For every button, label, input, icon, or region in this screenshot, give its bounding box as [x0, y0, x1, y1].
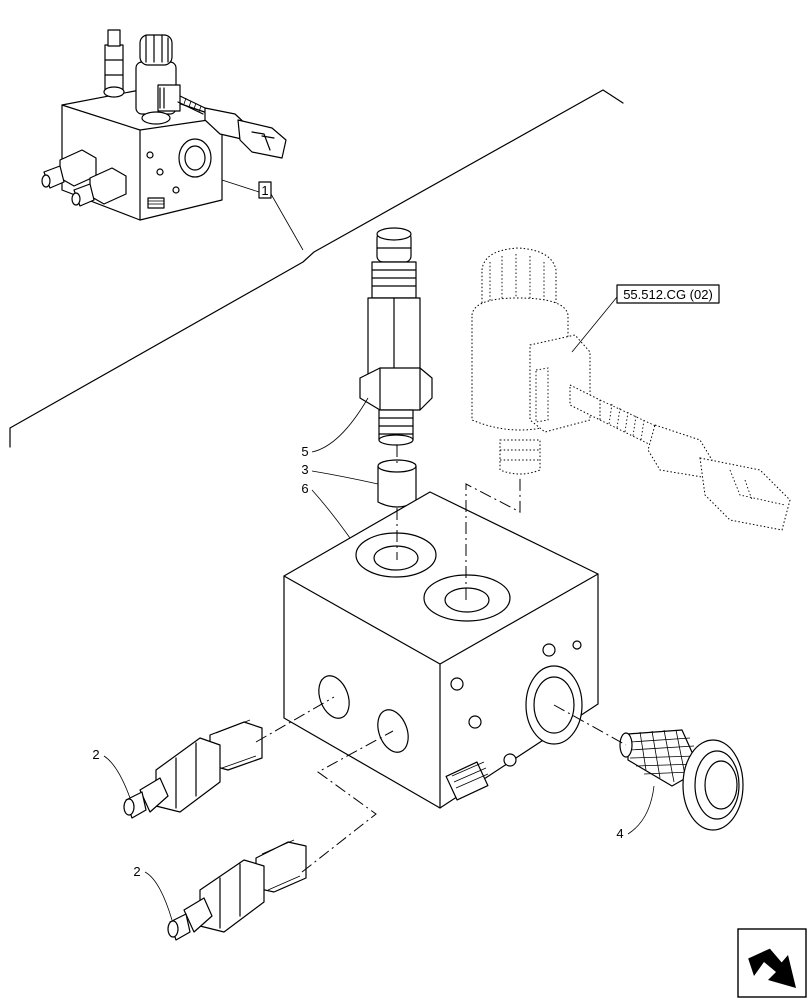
leaders: 5 3 6 2 2 4: [92, 397, 655, 921]
label-6: 6: [301, 481, 308, 496]
label-5: 5: [301, 444, 308, 459]
reference-label: 55.512.CG (02): [623, 287, 713, 302]
phantom-solenoid-valve: [471, 247, 791, 531]
part-2-cartridge-lower: [167, 839, 307, 941]
label-3: 3: [301, 462, 308, 477]
assembly-lines: [255, 445, 627, 873]
reference-callout: 55.512.CG (02): [571, 284, 720, 353]
overview-assembly: [41, 29, 287, 221]
callout-1-box: [258, 181, 272, 199]
callout-1-label: 1: [261, 183, 268, 198]
callout-1: 1: [221, 179, 304, 251]
part-6-valve-block: [283, 491, 599, 809]
label-2-upper: 2: [92, 747, 99, 762]
label-2-lower: 2: [133, 864, 140, 879]
part-3-plug: [377, 459, 417, 508]
reference-box: [616, 284, 720, 304]
section-cut-line: [9, 89, 624, 448]
part-5-valve-cartridge: [359, 227, 433, 446]
part-2-cartridge-upper: [123, 719, 263, 819]
part-4-filter-plug: [619, 729, 744, 831]
back-arrow-icon[interactable]: [737, 928, 807, 998]
label-4: 4: [616, 826, 623, 841]
